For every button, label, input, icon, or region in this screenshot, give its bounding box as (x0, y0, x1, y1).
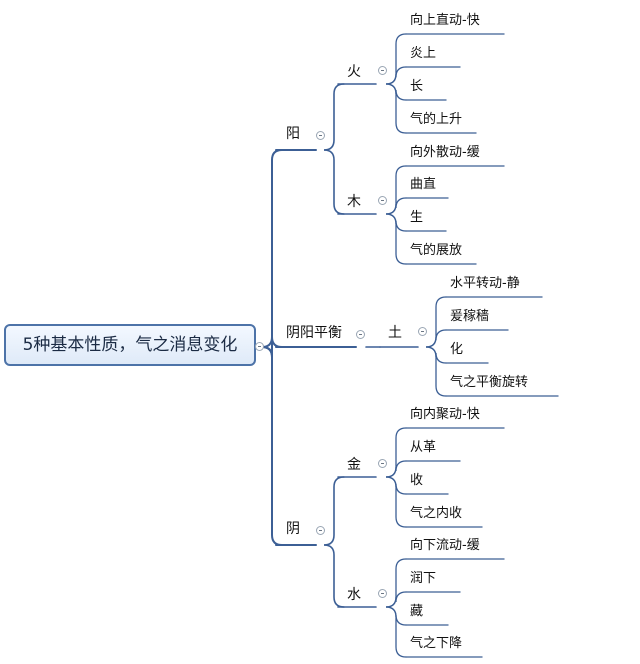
branch-yin[interactable]: 阴 (286, 521, 300, 537)
connector-element-0-1 (385, 66, 407, 85)
collapse-toggle-yang[interactable] (316, 131, 325, 140)
element-metal[interactable]: 金 (347, 457, 361, 473)
branch-yang[interactable]: 阳 (286, 126, 300, 142)
leaf-water-1[interactable]: 向下流动-缓 (410, 538, 480, 553)
connector-root-2 (261, 346, 283, 546)
connector-element-2-1 (425, 329, 447, 348)
connector-yang-1 (323, 149, 345, 215)
connector-element-4-3 (385, 606, 407, 658)
leaf-earth-3[interactable]: 化 (450, 342, 464, 357)
leaf-earth-4[interactable]: 气之平衡旋转 (450, 375, 529, 390)
collapse-toggle-balance[interactable] (356, 330, 365, 339)
connector-element-2-3 (425, 346, 447, 397)
leaf-earth-2[interactable]: 爰稼穑 (450, 309, 490, 324)
connector-root-0 (261, 149, 283, 348)
connector-element-1-3 (385, 213, 407, 265)
collapse-toggle-water[interactable] (378, 589, 387, 598)
collapse-toggle-yin[interactable] (316, 526, 325, 535)
branch-balance[interactable]: 阴阳平衡 (286, 325, 342, 341)
leaf-fire-2[interactable]: 炎上 (410, 46, 437, 61)
leaf-water-4[interactable]: 气之下降 (410, 636, 463, 651)
connector-element-0-3 (385, 83, 407, 134)
leaf-wood-1[interactable]: 向外散动-缓 (410, 145, 480, 160)
leaf-earth-1[interactable]: 水平转动-静 (450, 276, 520, 291)
leaf-metal-1[interactable]: 向内聚动-快 (410, 407, 480, 422)
leaf-water-3[interactable]: 藏 (410, 604, 424, 619)
leaf-fire-3[interactable]: 长 (410, 79, 424, 94)
element-earth[interactable]: 土 (388, 325, 402, 341)
element-wood[interactable]: 木 (347, 194, 361, 210)
element-water[interactable]: 水 (347, 587, 361, 603)
element-fire[interactable]: 火 (347, 64, 361, 80)
connector-element-3-1 (385, 460, 407, 478)
collapse-toggle-earth[interactable] (418, 327, 427, 336)
root-topic[interactable]: 5种基本性质，气之消息变化 (4, 324, 256, 366)
leaf-metal-4[interactable]: 气之内收 (410, 506, 463, 521)
leaf-metal-2[interactable]: 从革 (410, 440, 437, 455)
collapse-toggle-wood[interactable] (378, 196, 387, 205)
connector-yin-0 (323, 476, 345, 546)
leaf-wood-2[interactable]: 曲直 (410, 177, 437, 192)
connector-element-3-3 (385, 476, 407, 528)
connector-element-1-1 (385, 197, 407, 215)
leaf-fire-1[interactable]: 向上直动-快 (410, 13, 480, 28)
collapse-toggle-fire[interactable] (378, 66, 387, 75)
collapse-toggle-metal[interactable] (378, 459, 387, 468)
connector-yang-0 (323, 83, 345, 151)
leaf-wood-4[interactable]: 气的展放 (410, 243, 463, 258)
connector-yin-1 (323, 544, 345, 608)
connector-element-4-1 (385, 591, 407, 608)
leaf-fire-4[interactable]: 气的上升 (410, 112, 463, 127)
leaf-metal-3[interactable]: 收 (410, 473, 424, 488)
leaf-water-2[interactable]: 润下 (410, 571, 437, 586)
leaf-wood-3[interactable]: 生 (410, 210, 424, 225)
collapse-toggle-root[interactable] (255, 342, 264, 351)
